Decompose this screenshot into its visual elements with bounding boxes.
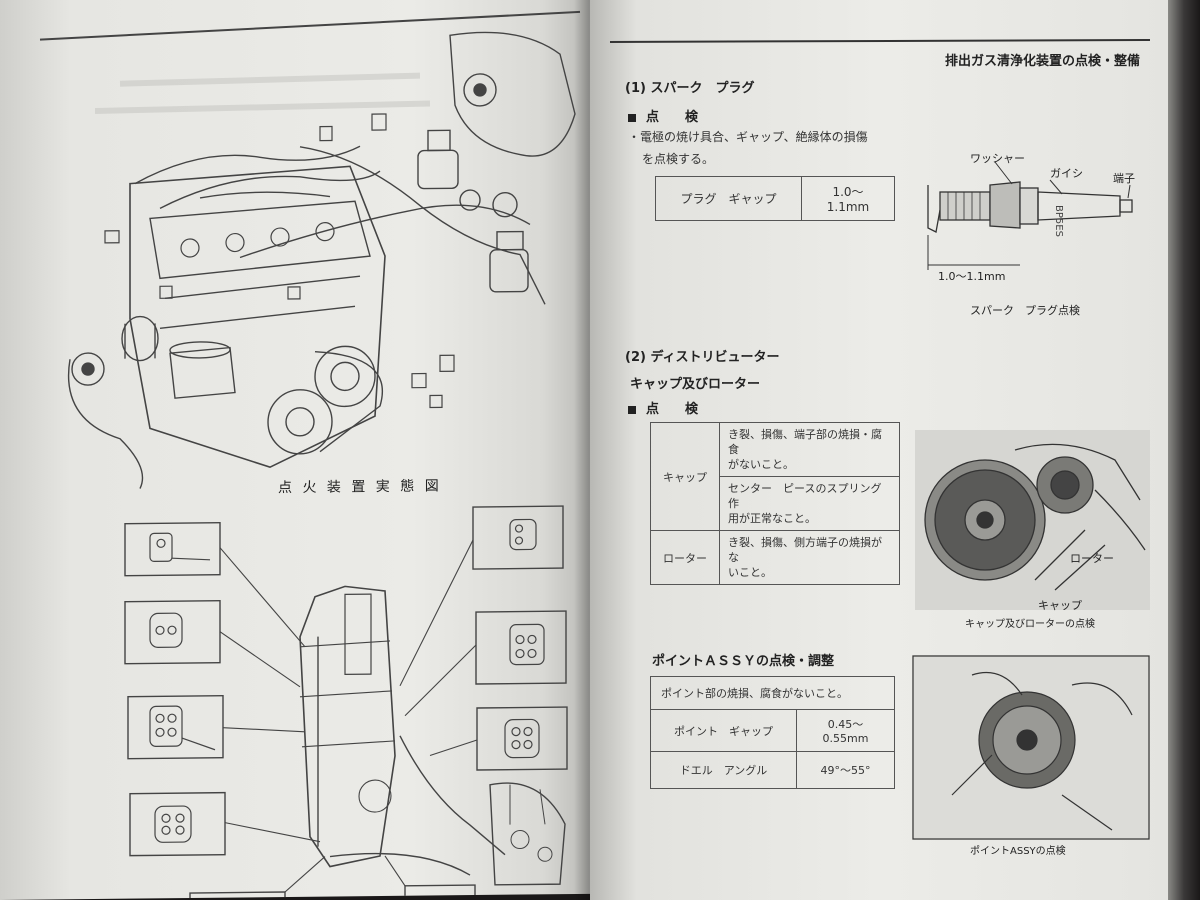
- rotor-row-label: ローター: [650, 530, 720, 585]
- right-page-rules: [609, 39, 1151, 43]
- left-page: 点 火 装 置 実 態 図: [0, 0, 590, 900]
- distributor-subheading: キャップ及びローター: [630, 377, 761, 392]
- spark-plug-heading: (1) スパーク プラグ: [625, 81, 755, 96]
- book-edge: [1168, 0, 1200, 900]
- point-gap-value: 0.45〜0.55mm: [796, 709, 895, 752]
- table-row: ドエル アングル 49°〜55°: [650, 751, 895, 789]
- plug-marking: BP5ES: [1053, 205, 1064, 237]
- point-assy-caption: ポイントASSYの点検: [970, 846, 1066, 857]
- cap-label: キャップ: [1038, 599, 1082, 612]
- point-assy-photo: [912, 655, 1150, 840]
- spark-plug-table: プラグ ギャップ 1.0〜1.1mm: [655, 176, 895, 221]
- spark-plug-figure: [927, 161, 1133, 270]
- table-row: ローター き裂、損傷、側方端子の焼損がな いこと。: [650, 530, 900, 585]
- spark-plug-inspect: 点 検: [628, 106, 698, 125]
- ignition-diagram: [39, 10, 581, 900]
- dwell-angle-value: 49°〜55°: [796, 751, 895, 789]
- square-bullet-icon: [628, 405, 636, 414]
- ignition-diagram-caption: 点 火 装 置 実 態 図: [278, 478, 442, 497]
- gap-dimension: 1.0〜1.1mm: [938, 270, 1006, 283]
- table-row: ポイント部の焼損、腐食がないこと。: [650, 676, 895, 710]
- table-row: プラグ ギャップ 1.0〜1.1mm: [655, 176, 895, 221]
- rotor-label: ローター: [1070, 552, 1114, 565]
- distributor-heading: (2) ディストリビューター: [625, 350, 780, 365]
- spark-plug-bullet-line2: を点検する。: [642, 152, 715, 166]
- cap-row-label: キャップ: [650, 422, 720, 531]
- cap-rotor-photo: [915, 430, 1150, 610]
- point-condition: ポイント部の焼損、腐食がないこと。: [650, 676, 895, 710]
- right-page: 排出ガス清浄化装置の点検・整備 (1) スパーク プラグ 点 検 ・電極の焼け具…: [590, 0, 1175, 900]
- rotor-check: き裂、損傷、側方端子の焼損がな いこと。: [719, 530, 900, 585]
- dwell-angle-label: ドエル アングル: [650, 751, 797, 789]
- table-row: キャップ き裂、損傷、端子部の焼損・腐食 がないこと。: [650, 422, 900, 531]
- cap-rotor-caption: キャップ及びローターの点検: [965, 619, 1095, 630]
- terminal-label: 端子: [1113, 172, 1135, 185]
- plug-gap-value: 1.0〜1.1mm: [801, 176, 895, 221]
- spark-plug-bullet-line1: ・電極の焼け具合、ギャップ、絶縁体の損傷: [628, 130, 868, 144]
- spark-plug-caption: スパーク プラグ点検: [970, 304, 1080, 317]
- cap-check-1: き裂、損傷、端子部の焼損・腐食 がないこと。: [719, 422, 900, 477]
- cap-check-2: センター ピースのスプリング作 用が正常なこと。: [719, 476, 900, 531]
- table-row: ポイント ギャップ 0.45〜0.55mm: [650, 709, 895, 752]
- table-row: センター ピースのスプリング作 用が正常なこと。: [651, 476, 900, 531]
- point-assy-heading: ポイントＡＳＳＹの点検・調整: [652, 654, 835, 669]
- distributor-inspect: 点 検: [628, 398, 698, 417]
- distributor-table: キャップ き裂、損傷、端子部の焼損・腐食 がないこと。 センター ピースのスプリ…: [650, 422, 900, 585]
- point-assy-table: ポイント部の焼損、腐食がないこと。 ポイント ギャップ 0.45〜0.55mm …: [650, 676, 895, 789]
- insulator-label: ガイシ: [1050, 167, 1083, 180]
- washer-label: ワッシャー: [970, 152, 1025, 165]
- square-bullet-icon: [628, 113, 636, 122]
- point-gap-label: ポイント ギャップ: [650, 709, 797, 752]
- plug-gap-label: プラグ ギャップ: [655, 176, 802, 221]
- section-header: 排出ガス清浄化装置の点検・整備: [945, 54, 1141, 69]
